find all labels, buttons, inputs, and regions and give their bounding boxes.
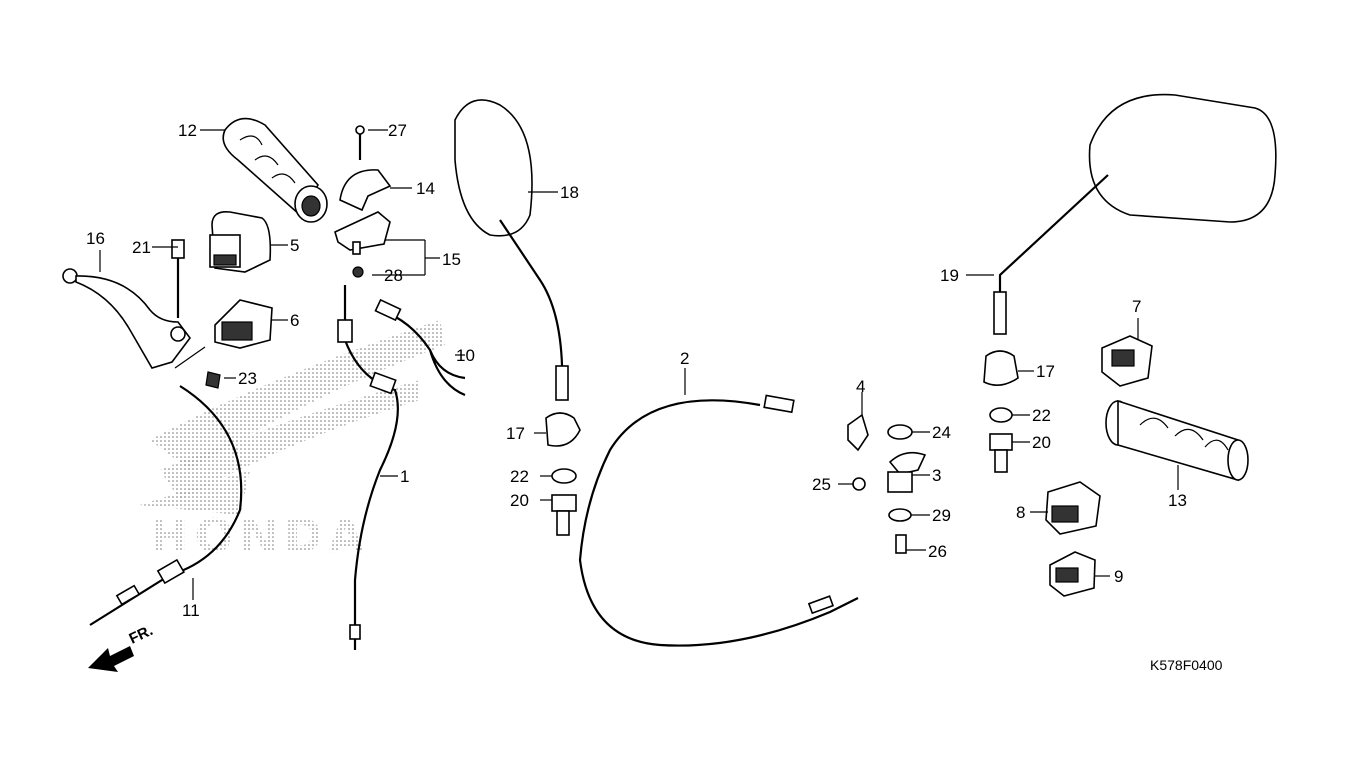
- callouts: 12 27 14 15 28 5 6 16 21 23 10 1 11 18 1…: [86, 121, 1187, 620]
- adapter-stack-left: [545, 412, 581, 536]
- switch-wire-10: [374, 298, 466, 397]
- callout-3: 3: [932, 466, 941, 485]
- callout-14: 14: [416, 179, 435, 198]
- callout-19: 19: [940, 266, 959, 285]
- diagram-code: K578F0400: [1150, 657, 1223, 673]
- callout-9: 9: [1114, 567, 1123, 586]
- leader-lines: [99, 129, 1179, 600]
- callout-13: 13: [1168, 491, 1187, 510]
- switch-housing-5: [209, 210, 272, 273]
- clamp-holder: [334, 125, 392, 278]
- callout-21: 21: [132, 238, 151, 257]
- clutch-lever: [62, 239, 221, 389]
- callout-29: 29: [932, 506, 951, 525]
- callout-27: 27: [388, 121, 407, 140]
- mirror-left: [454, 99, 569, 401]
- callout-25: 25: [812, 475, 831, 494]
- callout-23: 23: [238, 369, 257, 388]
- callout-20-right: 20: [1032, 433, 1051, 452]
- callout-26: 26: [928, 542, 947, 561]
- callout-8: 8: [1016, 503, 1025, 522]
- cable-11: [89, 385, 243, 626]
- throttle-pulley-parts: [847, 413, 927, 554]
- front-direction-arrow: FR.: [88, 622, 156, 672]
- direction-label: FR.: [127, 622, 156, 648]
- switch-7: [1101, 335, 1153, 387]
- callout-1: 1: [400, 467, 409, 486]
- cable-2: [578, 394, 859, 647]
- callout-2: 2: [680, 349, 689, 368]
- honda-watermark-text: HONDA: [150, 509, 370, 563]
- callout-4: 4: [856, 377, 865, 396]
- callout-28: 28: [384, 266, 403, 285]
- right-grip: [1105, 399, 1249, 482]
- callout-22-right: 22: [1032, 406, 1051, 425]
- callout-10: 10: [456, 346, 475, 365]
- callout-18: 18: [560, 183, 579, 202]
- left-grip: [222, 117, 328, 223]
- adapter-stack-right: [983, 350, 1019, 473]
- cable-1: [337, 285, 399, 650]
- callout-12: 12: [178, 121, 197, 140]
- honda-watermark: HONDA: [140, 320, 445, 563]
- switch-6: [214, 299, 273, 349]
- callout-17-right: 17: [1036, 362, 1055, 381]
- callout-7: 7: [1132, 297, 1141, 316]
- callout-24: 24: [932, 423, 951, 442]
- callout-15: 15: [442, 250, 461, 269]
- callout-20-left: 20: [510, 491, 529, 510]
- mirror-right: [993, 93, 1277, 335]
- callout-11: 11: [182, 601, 200, 620]
- callout-16: 16: [86, 229, 105, 248]
- callout-22-left: 22: [510, 467, 529, 486]
- switch-8: [1045, 481, 1101, 535]
- switch-9: [1049, 551, 1096, 597]
- callout-17-left: 17: [506, 424, 525, 443]
- callout-5: 5: [290, 236, 299, 255]
- callout-6: 6: [290, 311, 299, 330]
